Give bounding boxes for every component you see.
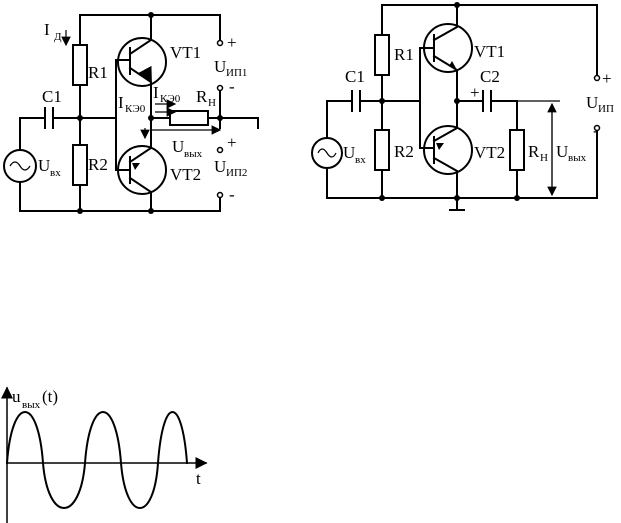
right-rn-resistor: [509, 129, 525, 171]
left-uvyx-label: U: [172, 137, 184, 156]
left-ike0-a-sub: КЭ0: [160, 93, 181, 105]
left-plus-2: +: [227, 133, 237, 152]
left-r2-resistor: [72, 144, 88, 186]
left-id-sub: Д: [54, 31, 62, 43]
waveform-ylabel-suffix: (t): [42, 387, 58, 406]
right-c2-plus: +: [470, 83, 480, 102]
left-rn-sub: Н: [208, 97, 216, 109]
left-r1-resistor: [72, 44, 88, 86]
left-c1-label: C1: [42, 87, 62, 106]
output-waveform: u вых (t) t: [0, 386, 208, 523]
left-uip1-label: U: [214, 57, 226, 76]
left-circuit: I Д R1 R2 C1 VT1 VT2 U вх U ИП1 U ИП2 I …: [3, 12, 259, 214]
right-uvx-label: U: [343, 143, 355, 162]
left-r2-label: R2: [88, 155, 108, 174]
right-vt2-label: VT2: [474, 143, 505, 162]
right-uip-label: U: [586, 93, 598, 112]
left-plus-1: +: [227, 33, 237, 52]
right-uvyx-sub: вых: [568, 152, 587, 164]
right-c1-label: C1: [345, 67, 365, 86]
right-vt1-label: VT1: [474, 42, 505, 61]
left-vt2-label: VT2: [170, 165, 201, 184]
left-minus-1: -: [229, 77, 235, 96]
left-ike0-b-sub: КЭ0: [125, 103, 146, 115]
left-uvx-label: U: [38, 156, 50, 175]
left-uip2-label: U: [214, 157, 226, 176]
left-uvx-sub: вх: [50, 167, 61, 179]
left-rn-resistor: [169, 110, 209, 126]
right-minus: -: [593, 121, 599, 140]
right-r1-resistor: [374, 34, 390, 76]
waveform-xlabel: t: [196, 469, 201, 488]
left-rn-label: R: [196, 87, 208, 106]
right-r2-resistor: [374, 129, 390, 171]
left-r1-label: R1: [88, 63, 108, 82]
right-r2-label: R2: [394, 142, 414, 161]
right-r1-label: R1: [394, 45, 414, 64]
right-rn-label: R: [528, 142, 540, 161]
waveform-ylabel-sub: вых: [22, 399, 41, 411]
left-minus-2: -: [229, 185, 235, 204]
waveform-curve: [5, 411, 189, 509]
right-uvx-sub: вх: [355, 154, 366, 166]
right-uvyx-label: U: [556, 142, 568, 161]
left-ike0-a-label: I: [153, 83, 159, 102]
left-vt1-label: VT1: [170, 43, 201, 62]
right-plus: +: [602, 69, 612, 88]
left-uip1-sub: ИП1: [226, 67, 247, 79]
left-id-label: I: [44, 20, 50, 39]
left-uip2-sub: ИП2: [226, 167, 247, 179]
left-ike0-b-label: I: [118, 93, 124, 112]
right-uip-sub: ИП: [598, 103, 614, 115]
right-circuit: R1 R2 C1 C2 VT1 VT2 U вх U ИП R Н U вых …: [311, 2, 614, 211]
right-vt2-transistor-icon: [423, 125, 473, 175]
left-vt1-transistor-icon: [117, 37, 167, 87]
left-uvyx-sub: вых: [184, 148, 203, 160]
waveform-ylabel: u: [12, 387, 21, 406]
right-c2-label: C2: [480, 67, 500, 86]
right-rn-sub: Н: [540, 152, 548, 164]
